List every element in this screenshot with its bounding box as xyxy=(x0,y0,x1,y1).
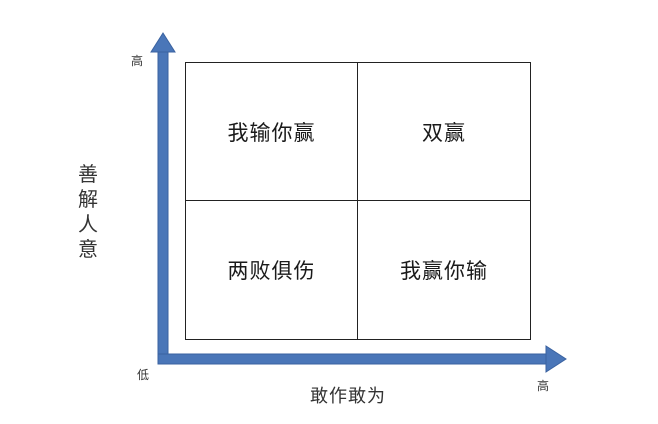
quadrant-grid: 我输你赢 双赢 两败俱伤 我赢你输 xyxy=(185,62,531,340)
x-axis-arrow xyxy=(157,345,567,373)
x-axis-high-label: 高 xyxy=(537,379,550,393)
y-axis-arrow xyxy=(150,32,176,365)
y-axis-high-label: 高 xyxy=(131,54,144,68)
x-axis-title: 敢作敢为 xyxy=(310,386,386,407)
quadrant-bottom-left: 两败俱伤 xyxy=(186,201,358,339)
y-axis-title: 善解人意 xyxy=(78,162,98,261)
quadrant-top-right: 双赢 xyxy=(358,63,530,201)
origin-low-label: 低 xyxy=(137,368,150,382)
quadrant-bottom-right: 我赢你输 xyxy=(400,259,488,283)
quadrant-top-left: 我输你赢 xyxy=(186,63,358,201)
